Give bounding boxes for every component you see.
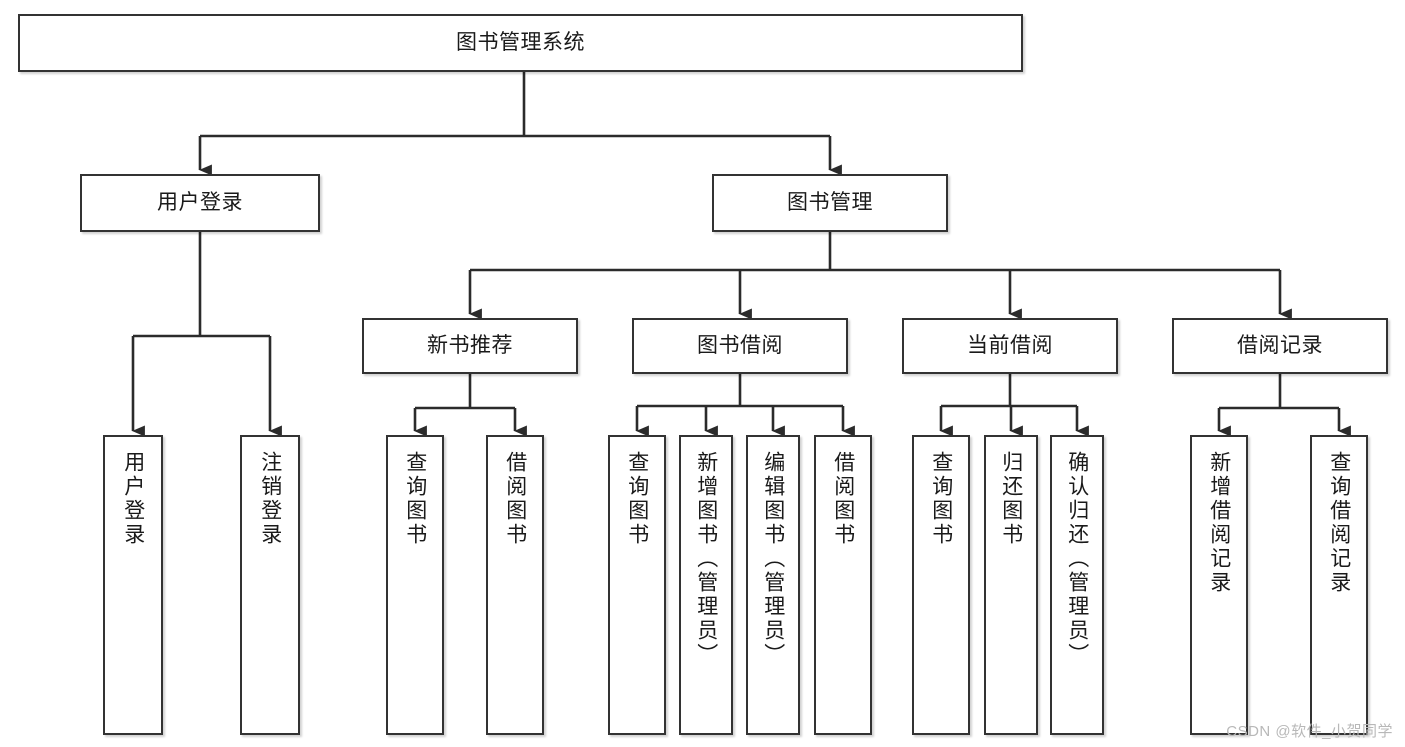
leaf-add-record-label: 新增借阅记录 bbox=[1207, 451, 1231, 595]
node-book-borrow[interactable]: 图书借阅 bbox=[632, 318, 848, 374]
leaf-borrow-book-2[interactable]: 借阅图书 bbox=[814, 435, 872, 735]
leaf-query-book-3[interactable]: 查询图书 bbox=[912, 435, 970, 735]
node-current-borrow[interactable]: 当前借阅 bbox=[902, 318, 1118, 374]
leaf-edit-book-label: 编辑图书（管理员） bbox=[761, 451, 785, 667]
node-new-book-recommend[interactable]: 新书推荐 bbox=[362, 318, 578, 374]
leaf-return-book-label: 归还图书 bbox=[999, 451, 1023, 547]
node-borrow-record[interactable]: 借阅记录 bbox=[1172, 318, 1388, 374]
leaf-return-book[interactable]: 归还图书 bbox=[984, 435, 1038, 735]
node-user-login-label: 用户登录 bbox=[157, 191, 243, 215]
node-root[interactable]: 图书管理系统 bbox=[18, 14, 1023, 72]
leaf-query-book-1[interactable]: 查询图书 bbox=[386, 435, 444, 735]
leaf-user-logout[interactable]: 注销登录 bbox=[240, 435, 300, 735]
leaf-add-book-label: 新增图书（管理员） bbox=[694, 451, 718, 667]
node-current-borrow-label: 当前借阅 bbox=[967, 334, 1053, 358]
node-new-book-recommend-label: 新书推荐 bbox=[427, 334, 513, 358]
leaf-add-book[interactable]: 新增图书（管理员） bbox=[679, 435, 733, 735]
node-book-borrow-label: 图书借阅 bbox=[697, 334, 783, 358]
node-book-manage-label: 图书管理 bbox=[787, 191, 873, 215]
leaf-user-login[interactable]: 用户登录 bbox=[103, 435, 163, 735]
leaf-borrow-book-2-label: 借阅图书 bbox=[831, 451, 855, 547]
leaf-user-logout-label: 注销登录 bbox=[258, 451, 282, 547]
node-root-label: 图书管理系统 bbox=[456, 31, 585, 55]
leaf-user-login-label: 用户登录 bbox=[121, 451, 145, 547]
leaf-confirm-return[interactable]: 确认归还（管理员） bbox=[1050, 435, 1104, 735]
leaf-confirm-return-label: 确认归还（管理员） bbox=[1065, 451, 1089, 667]
leaf-borrow-book-1-label: 借阅图书 bbox=[503, 451, 527, 547]
leaf-borrow-book-1[interactable]: 借阅图书 bbox=[486, 435, 544, 735]
leaf-add-record[interactable]: 新增借阅记录 bbox=[1190, 435, 1248, 735]
node-user-login[interactable]: 用户登录 bbox=[80, 174, 320, 232]
leaf-query-record[interactable]: 查询借阅记录 bbox=[1310, 435, 1368, 735]
node-book-manage[interactable]: 图书管理 bbox=[712, 174, 948, 232]
leaf-query-book-2[interactable]: 查询图书 bbox=[608, 435, 666, 735]
leaf-query-record-label: 查询借阅记录 bbox=[1327, 451, 1351, 595]
leaf-edit-book[interactable]: 编辑图书（管理员） bbox=[746, 435, 800, 735]
node-borrow-record-label: 借阅记录 bbox=[1237, 334, 1323, 358]
leaf-query-book-2-label: 查询图书 bbox=[625, 451, 649, 547]
leaf-query-book-3-label: 查询图书 bbox=[929, 451, 953, 547]
leaf-query-book-1-label: 查询图书 bbox=[403, 451, 427, 547]
